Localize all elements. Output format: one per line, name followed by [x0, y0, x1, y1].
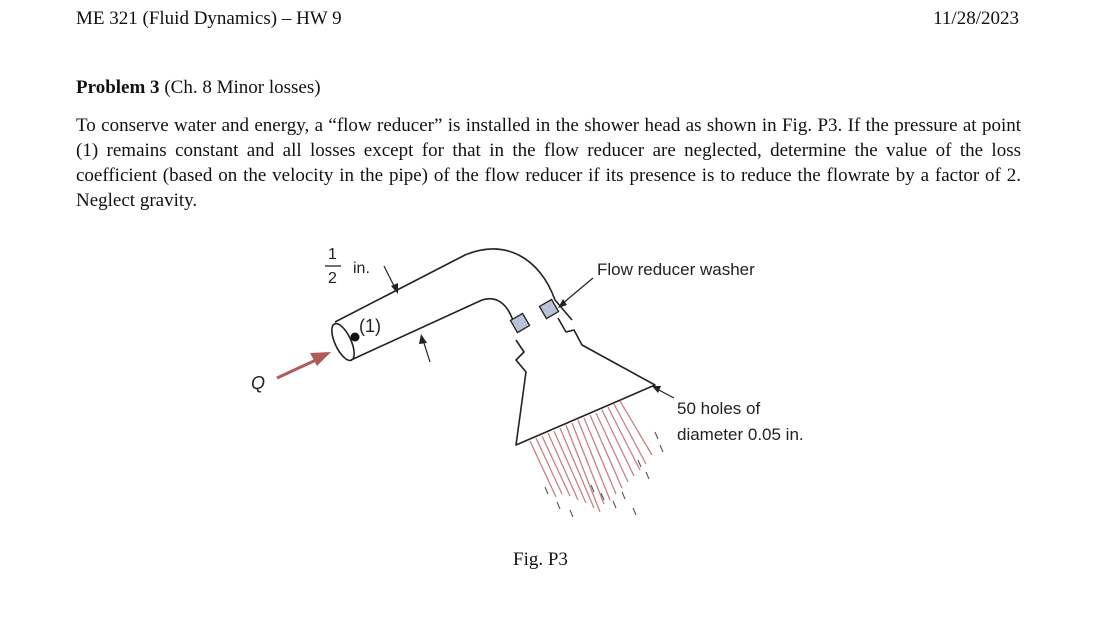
water-stream [541, 435, 571, 497]
pipe-inlet-end [331, 322, 355, 362]
water-droplet [621, 491, 626, 500]
water-stream [577, 419, 611, 501]
flow-reducer-washer [509, 298, 560, 334]
holes-label-line2: diameter 0.05 in. [677, 425, 804, 444]
washer-leader [561, 277, 594, 305]
water-stream [529, 440, 557, 498]
water-droplet [645, 471, 650, 480]
water-stream [595, 412, 629, 483]
diameter-bottom-arrowhead [419, 334, 427, 344]
water-stream [535, 437, 563, 495]
water-droplet [590, 484, 595, 493]
water-droplet [612, 500, 617, 509]
water-droplet [659, 444, 664, 453]
water-droplets [544, 431, 664, 518]
water-stream [613, 403, 647, 465]
diameter-denominator: 2 [328, 270, 337, 287]
diameter-top-leader [383, 265, 396, 289]
water-stream [547, 432, 579, 501]
water-stream [583, 417, 617, 495]
water-droplet [632, 507, 637, 516]
washer-label: Flow reducer washer [597, 260, 755, 279]
header-date: 11/28/2023 [933, 8, 1019, 29]
water-streams [529, 400, 653, 513]
flow-arrow [276, 352, 331, 380]
water-stream [607, 406, 641, 471]
problem-label: Problem 3 [76, 77, 160, 98]
point-1-label: (1) [359, 316, 381, 336]
water-droplet [654, 431, 659, 440]
point-1-marker [350, 332, 360, 342]
water-stream [565, 424, 601, 513]
diameter-top-arrowhead [391, 283, 398, 294]
problem-chapter: (Ch. 8 Minor losses) [164, 77, 321, 98]
header-course: ME 321 (Fluid Dynamics) – HW 9 [76, 8, 342, 29]
water-droplet [600, 492, 605, 501]
holes-label-line1: 50 holes of [677, 399, 760, 418]
diameter-bottom-leader [422, 339, 431, 363]
water-droplet [544, 486, 549, 495]
holes-arrowhead [652, 386, 661, 393]
diameter-dimension: 1 2 in. [325, 246, 431, 363]
water-stream [601, 409, 635, 477]
washer-callout: Flow reducer washer [558, 260, 755, 308]
pipe-outer-wall [334, 248, 573, 323]
problem-heading: Problem 3 (Ch. 8 Minor losses) [76, 77, 321, 99]
pipe-inner-wall [350, 298, 521, 361]
flow-arrow-head [310, 352, 331, 366]
washer-right [538, 298, 560, 320]
pipe [331, 248, 573, 362]
shower-head-body [515, 317, 656, 446]
water-stream [589, 414, 623, 489]
water-droplet [637, 459, 642, 468]
water-stream [571, 422, 605, 505]
flow-arrow-shaft [276, 358, 317, 380]
figure-caption: Fig. P3 [513, 549, 568, 570]
water-stream [619, 400, 653, 456]
flow-label: Q [251, 373, 265, 393]
washer-left [509, 312, 531, 334]
water-droplet [556, 501, 561, 510]
water-droplet [569, 509, 574, 518]
washer-arrowhead [558, 299, 567, 308]
water-stream [553, 430, 587, 504]
diameter-unit: in. [353, 260, 370, 277]
problem-statement: To conserve water and energy, a “flow re… [76, 115, 1021, 211]
water-stream [559, 427, 595, 509]
diameter-numerator: 1 [328, 246, 337, 263]
holes-callout: 50 holes of diameter 0.05 in. [652, 386, 804, 444]
